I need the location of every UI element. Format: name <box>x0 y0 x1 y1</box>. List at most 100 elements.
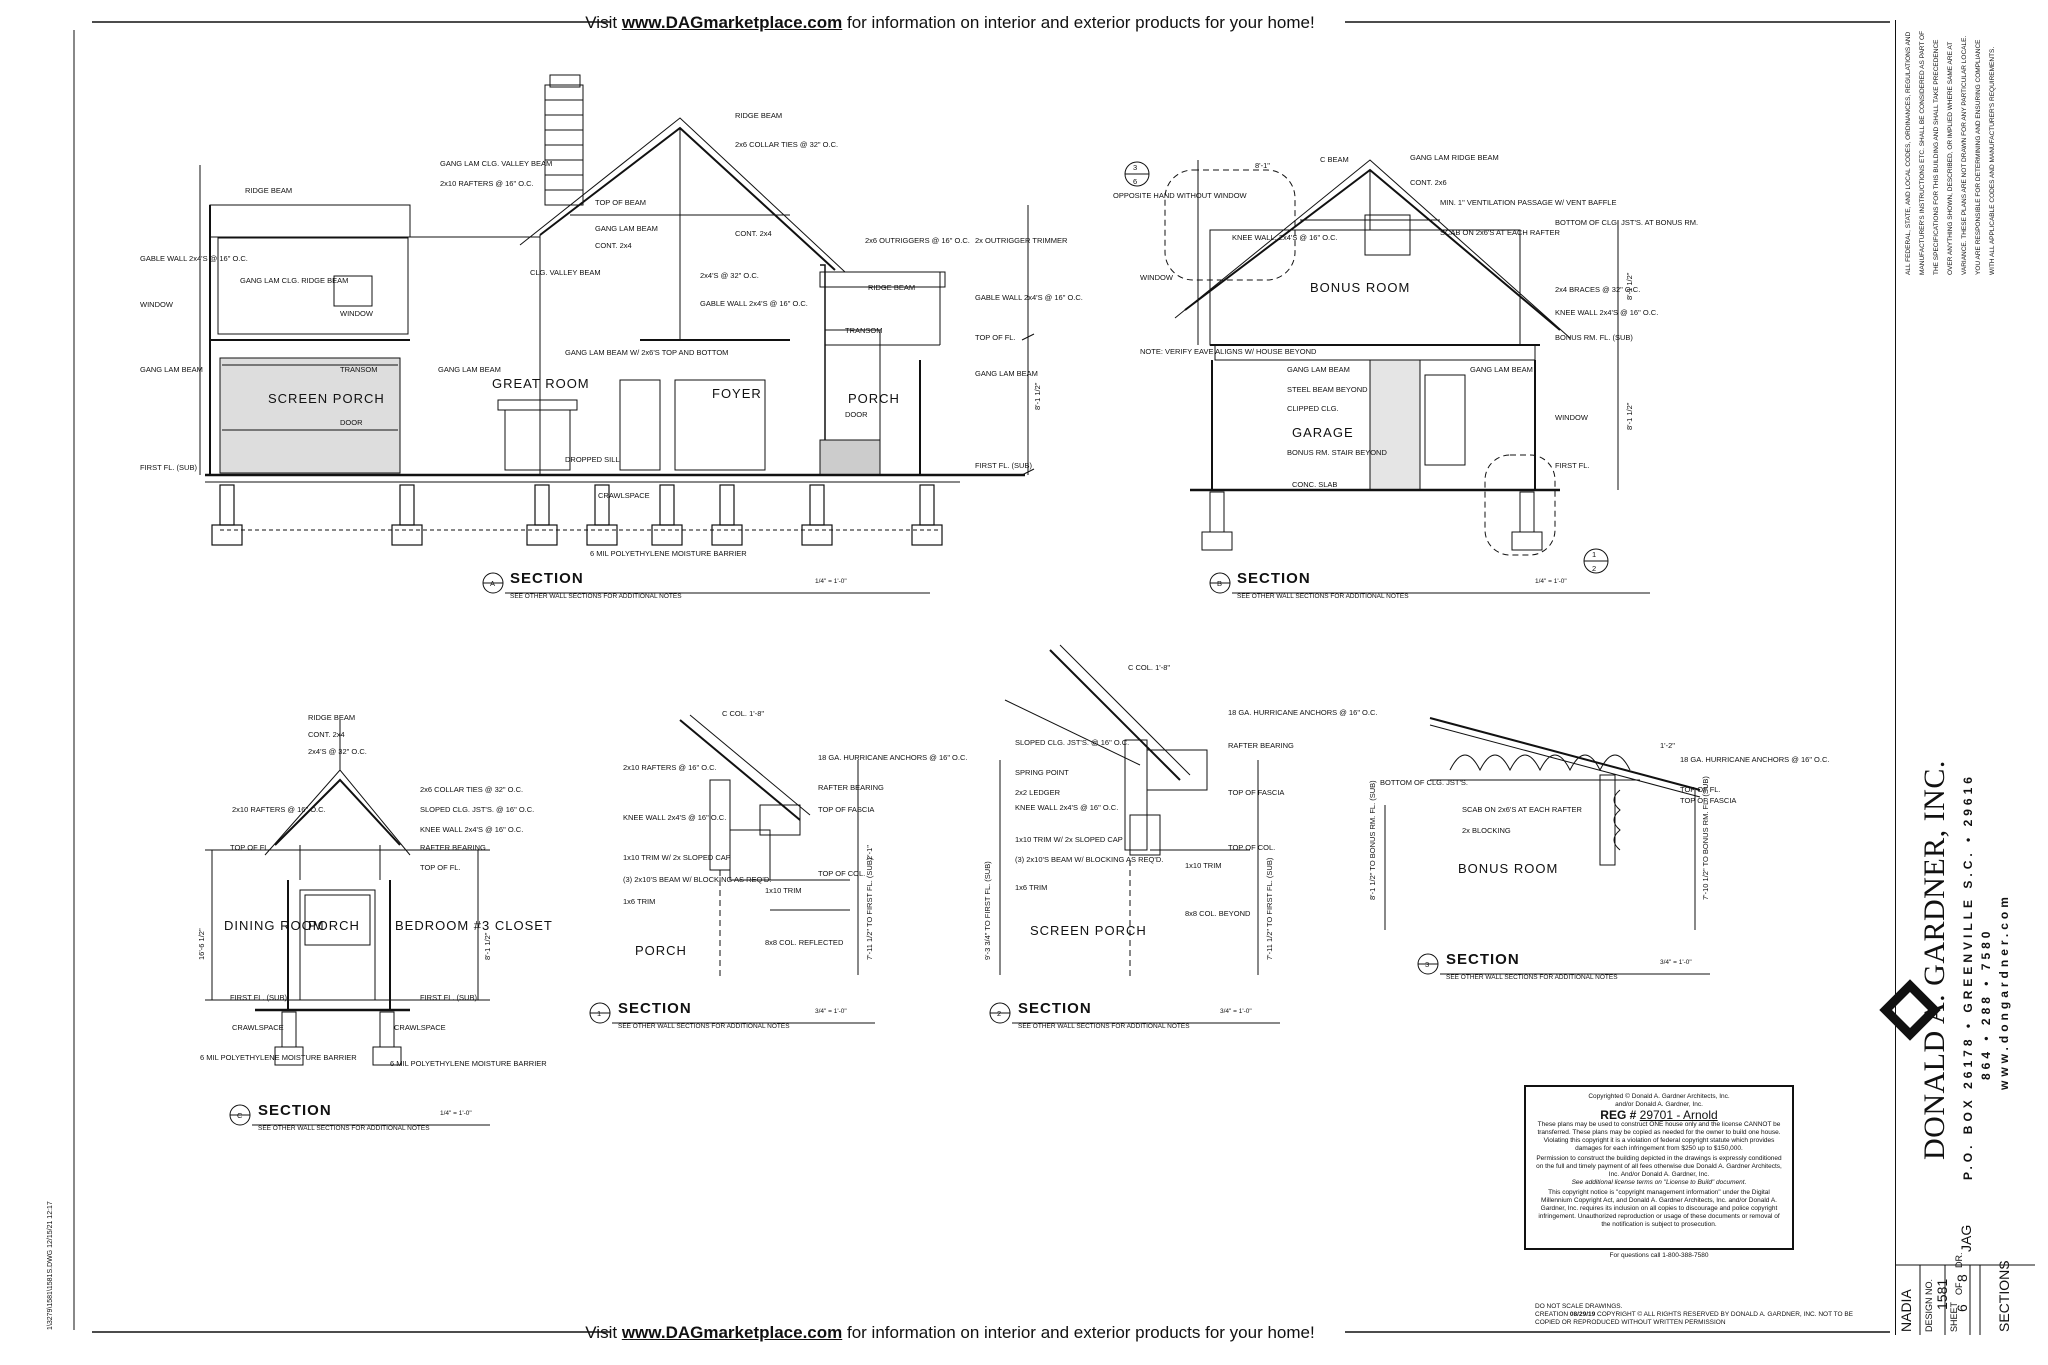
sheet-number: 6 <box>1954 1304 1970 1312</box>
room-porch-1: PORCH <box>635 943 687 958</box>
dim-3-1-2: 1'-2" <box>1660 741 1675 750</box>
label-2-spring: SPRING POINT <box>1015 768 1069 777</box>
dim-3-7-10: 7'-10 1/2" TO BONUS RM. FL. (SUB) <box>1701 776 1710 900</box>
label-b-bonus-fl: BONUS RM. FL. (SUB) <box>1555 333 1633 342</box>
label-gang-lam-beam-left: GANG LAM BEAM <box>140 365 203 374</box>
section-a-note: SEE OTHER WALL SECTIONS FOR ADDITIONAL N… <box>510 593 682 600</box>
label-window-center: WINDOW <box>340 309 374 318</box>
label-3-scab: SCAB ON 2x6'S AT EACH RAFTER <box>1462 805 1583 814</box>
label-cont-2x4-b: CONT. 2x4 <box>735 229 772 238</box>
footer-notes: DO NOT SCALE DRAWINGS. CREATION 08/29/19… <box>1535 1303 1853 1326</box>
label-top-of-beam: TOP OF BEAM <box>595 198 646 207</box>
firm-address: P.O. BOX 26178 • GREENVILLE S.C. • 29616 <box>1961 773 1975 1180</box>
label-b-cont-2x6: CONT. 2x6 <box>1410 178 1447 187</box>
dim-1-2-1: 2'-1" <box>865 845 874 860</box>
label-outrigger-trimmer: 2x OUTRIGGER TRIMMER <box>975 236 1068 245</box>
label-ridge-beam: RIDGE BEAM <box>735 111 782 120</box>
label-c-rafter-bearing: RAFTER BEARING <box>420 843 486 852</box>
firm-name: DONALD A. GARDNER, INC. <box>1918 760 1951 1160</box>
drafter: JAG <box>1958 1224 1974 1252</box>
label-1-top-fascia: TOP OF FASCIA <box>818 805 874 814</box>
label-2-knee: KNEE WALL 2x4'S @ 16" O.C. <box>1015 803 1118 812</box>
label-2-col: C COL. 1'-8" <box>1128 663 1170 672</box>
label-b-first-fl: FIRST FL. <box>1555 461 1589 470</box>
label-b-steel: STEEL BEAM BEYOND <box>1287 385 1368 394</box>
section-c-note: SEE OTHER WALL SECTIONS FOR ADDITIONAL N… <box>258 1125 430 1132</box>
label-b-gang-right: GANG LAM BEAM <box>1470 365 1533 374</box>
sheet-total: 8 <box>1954 1274 1970 1282</box>
section-1-scale: 3/4" = 1'-0" <box>815 1008 847 1015</box>
dim-b-8-1-c: 8'-1" <box>1255 161 1270 170</box>
room-bedroom-closet: BEDROOM #3 CLOSET <box>395 918 553 933</box>
label-2-col-beyond: 8x8 COL. BEYOND <box>1185 909 1251 918</box>
label-2-trim-cap: 1x10 TRIM W/ 2x SLOPED CAP <box>1015 835 1123 844</box>
sheet-title: SECTIONS <box>1996 1260 2012 1332</box>
label-gang-lam-beam-center: GANG LAM BEAM <box>438 365 501 374</box>
room-garage: GARAGE <box>1292 425 1354 440</box>
callout-detail-1-num: 1 <box>1592 550 1596 559</box>
section-b-title: SECTION <box>1237 570 1311 587</box>
marketplace-link-bottom[interactable]: www.DAGmarketplace.com <box>621 1323 843 1342</box>
section-c-id: C <box>237 1111 243 1120</box>
label-1-rafter-bearing: RAFTER BEARING <box>818 783 884 792</box>
label-1-col-reflected: 8x8 COL. REFLECTED <box>765 938 844 947</box>
label-door-right: DOOR <box>845 410 868 419</box>
label-b-clipped: CLIPPED CLG. <box>1287 404 1339 413</box>
marketplace-link[interactable]: www.DAGmarketplace.com <box>621 13 843 32</box>
section-1-drawing <box>679 714 859 980</box>
label-c-top-fl-left: TOP OF FL. <box>230 843 271 852</box>
label-b-gang-left: GANG LAM BEAM <box>1287 365 1350 374</box>
label-3-top-fl: TOP OF FL. <box>1680 785 1721 794</box>
section-c-drawing <box>205 720 490 1066</box>
label-first-fl-left: FIRST FL. (SUB) <box>140 463 197 472</box>
section-markers <box>229 161 1710 1126</box>
label-c-moist-left: 6 MIL POLYETHYLENE MOISTURE BARRIER <box>200 1053 357 1062</box>
label-b-conc-slab: CONC. SLAB <box>1292 480 1337 489</box>
dim-3-8-1: 8'-1 1/2" TO BONUS RM. FL. (SUB) <box>1368 780 1377 900</box>
dim-b-8-1-b: 8'-1 1/2" <box>1625 272 1634 300</box>
callout-detail-1-sheet: 2 <box>1592 564 1596 573</box>
code-disclaimer: ALL FEDERAL, STATE, AND LOCAL CODES, ORD… <box>1905 30 1996 275</box>
section-2-note: SEE OTHER WALL SECTIONS FOR ADDITIONAL N… <box>1018 1023 1190 1030</box>
label-c-crawl-right: CRAWLSPACE <box>394 1023 446 1032</box>
label-2-beam: (3) 2x10'S BEAM W/ BLOCKING AS REQ'D. <box>1015 855 1163 864</box>
section-b-id: B <box>1217 579 1222 588</box>
label-3-top-fascia: TOP OF FASCIA <box>1680 796 1736 805</box>
label-door-left: DOOR <box>340 418 363 427</box>
section-3-note: SEE OTHER WALL SECTIONS FOR ADDITIONAL N… <box>1446 974 1618 981</box>
label-crawlspace: CRAWLSPACE <box>598 491 650 500</box>
label-1-beam: (3) 2x10'S BEAM W/ BLOCKING AS REQ'D. <box>623 875 771 884</box>
label-b-verify: NOTE: VERIFY EAVE ALIGNS W/ HOUSE BEYOND <box>1140 347 1317 356</box>
section-a-scale: 1/4" = 1'-0" <box>815 578 847 585</box>
section-2-scale: 3/4" = 1'-0" <box>1220 1008 1252 1015</box>
title-block: ALL FEDERAL, STATE, AND LOCAL CODES, ORD… <box>1895 20 2036 1335</box>
label-b-braces: 2x4 BRACES @ 32" O.C. <box>1555 285 1640 294</box>
section-3-id: 3 <box>1425 960 1429 969</box>
section-1-id: 1 <box>597 1009 601 1018</box>
room-screen-porch: SCREEN PORCH <box>268 391 385 406</box>
label-outriggers: 2x6 OUTRIGGERS @ 16" O.C. <box>865 236 970 245</box>
label-3-blocking: 2x BLOCKING <box>1462 826 1511 835</box>
label-c-rafters: 2x10 RAFTERS @ 16" O.C. <box>232 805 326 814</box>
section-2-id: 2 <box>997 1009 1001 1018</box>
label-2-ledger: 2x2 LEDGER <box>1015 788 1061 797</box>
label-gable-wall-2: GABLE WALL 2x4'S @ 16" O.C. <box>700 299 808 308</box>
label-b-window-right: WINDOW <box>1555 413 1589 422</box>
label-ridge-beam-left: RIDGE BEAM <box>245 186 292 195</box>
label-2-hurricane: 18 GA. HURRICANE ANCHORS @ 16" O.C. <box>1228 708 1377 717</box>
label-studs: 2x4'S @ 32" O.C. <box>700 271 759 280</box>
label-1-trim6: 1x6 TRIM <box>623 897 655 906</box>
label-1-rafters: 2x10 RAFTERS @ 16" O.C. <box>623 763 717 772</box>
copyright-phone: For questions call 1-800-388-7580 <box>1609 1252 1709 1259</box>
section-3-scale: 3/4" = 1'-0" <box>1660 959 1692 966</box>
label-b-c-beam: C BEAM <box>1320 155 1349 164</box>
room-great-room: GREAT ROOM <box>492 376 590 391</box>
section-3-drawing <box>1384 717 1701 930</box>
label-b-bottom: BOTTOM OF CLG. JST'S. AT BONUS RM. <box>1555 218 1698 227</box>
label-c-top-fl-right: TOP OF FL. <box>420 863 461 872</box>
section-a-id: A <box>490 579 495 588</box>
firm-website: www.dongardner.com <box>1997 893 2011 1090</box>
room-screen-porch-2: SCREEN PORCH <box>1030 923 1147 938</box>
reg-number: REG # 29701 - Arnold <box>1600 1108 1718 1122</box>
